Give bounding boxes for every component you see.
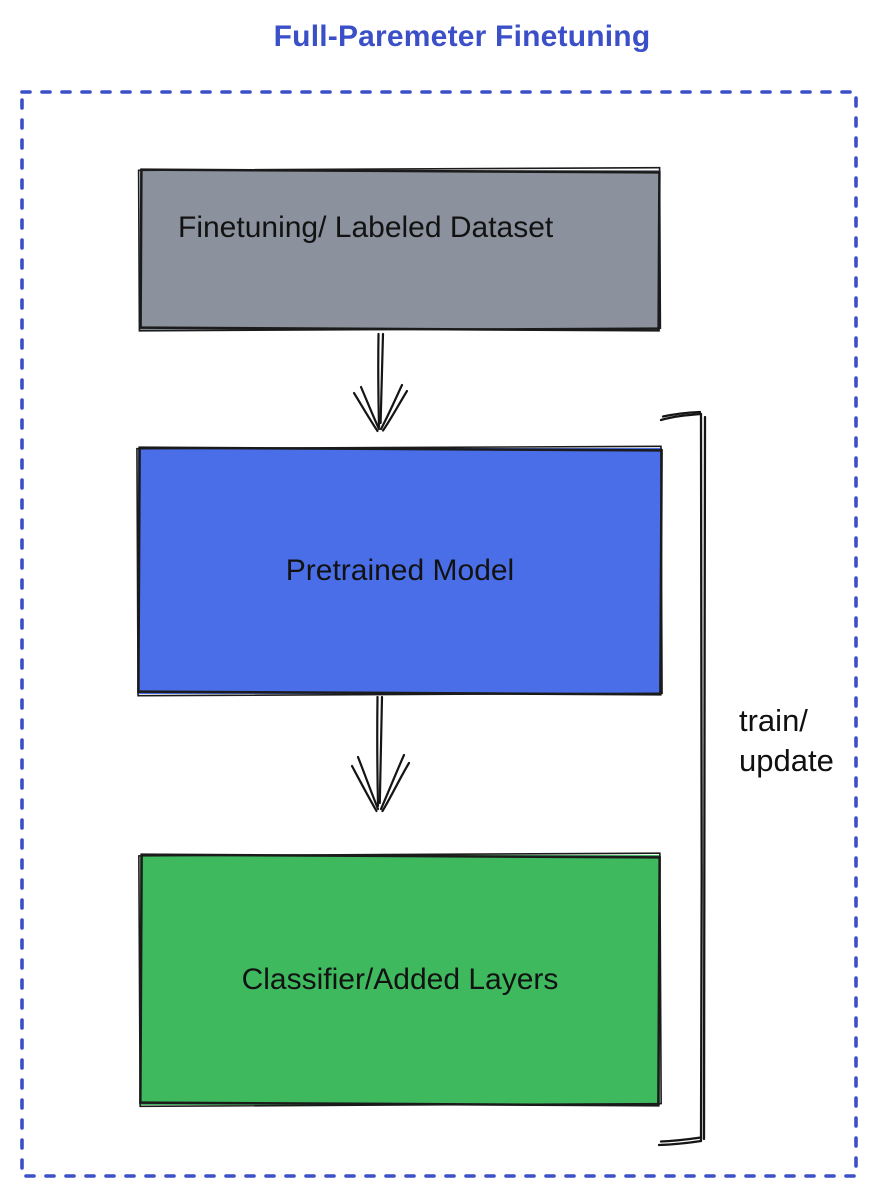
node-finetuning-dataset: Finetuning/ Labeled Dataset <box>140 170 660 330</box>
node-pretrained-model-label: Pretrained Model <box>285 554 515 587</box>
bracket-train-update-label: train/ update <box>739 703 834 778</box>
node-finetuning-dataset-label: Finetuning/ Labeled Dataset <box>178 211 554 244</box>
diagram-title: Full-Paremeter Finetuning <box>273 20 651 53</box>
arrow-dataset-to-pretrained <box>352 332 409 433</box>
node-classifier-added-layers: Classifier/Added Layers <box>140 855 660 1105</box>
node-pretrained-model: Pretrained Model <box>138 448 662 694</box>
node-classifier-added-layers-label: Classifier/Added Layers <box>241 963 559 996</box>
arrow-pretrained-to-classifier <box>350 695 411 813</box>
bracket-train-update <box>657 410 707 1147</box>
